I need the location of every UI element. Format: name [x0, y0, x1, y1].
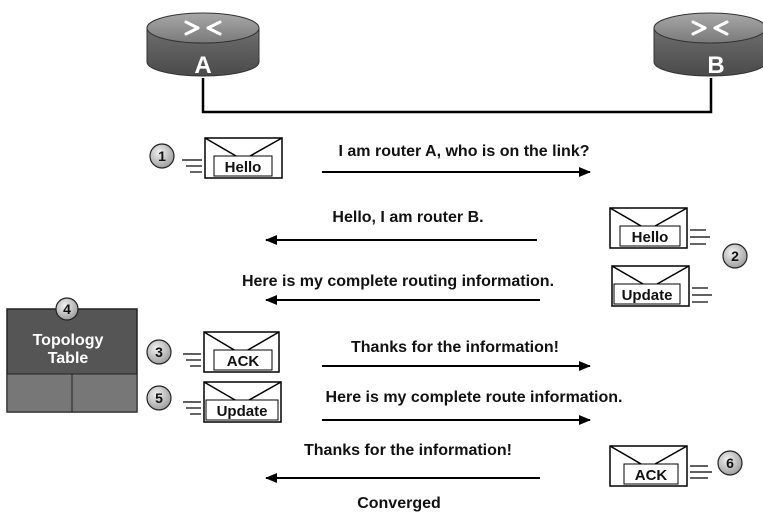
svg-text:1: 1 — [158, 148, 166, 164]
svg-text:ACK: ACK — [635, 467, 668, 484]
hello-envelope-icon: Hello — [609, 207, 710, 249]
svg-text:6: 6 — [726, 455, 734, 471]
message-2: Hello, I am router B. — [332, 209, 483, 226]
svg-text:5: 5 — [155, 390, 163, 406]
router-b-icon: B — [653, 12, 763, 79]
message-update-b: Here is my complete routing information. — [242, 273, 554, 290]
router-b-label: B — [707, 52, 724, 79]
network-link — [201, 78, 713, 114]
topology-table-icon: Topology Table — [6, 308, 138, 413]
step-badge-6: 6 — [717, 450, 743, 476]
router-a-icon: A — [146, 12, 260, 79]
svg-text:Hello: Hello — [225, 159, 262, 176]
update-envelope-icon: Update — [611, 265, 712, 307]
svg-text:Update: Update — [217, 403, 268, 420]
topology-title-line1: Topology — [33, 332, 104, 349]
message-1: I am router A, who is on the link? — [339, 143, 590, 160]
update-envelope-icon: Update — [183, 381, 282, 423]
message-3: Thanks for the information! — [351, 339, 559, 356]
step-badge-4: 4 — [55, 297, 79, 321]
svg-text:2: 2 — [731, 248, 739, 264]
svg-text:4: 4 — [63, 301, 71, 317]
converged-label: Converged — [357, 495, 441, 512]
step-badge-5: 5 — [146, 385, 172, 411]
step-badge-2: 2 — [722, 243, 748, 269]
svg-text:3: 3 — [155, 344, 163, 360]
step-badge-1: 1 — [149, 143, 175, 169]
hello-envelope-icon: Hello — [182, 137, 283, 179]
svg-text:ACK: ACK — [227, 353, 260, 370]
topology-title-line2: Table — [48, 350, 89, 367]
ack-envelope-icon: ACK — [609, 445, 712, 487]
message-5: Here is my complete route information. — [326, 389, 623, 406]
message-6: Thanks for the information! — [304, 442, 512, 459]
router-a-label: A — [194, 52, 211, 79]
svg-text:Update: Update — [622, 287, 673, 304]
step-badge-3: 3 — [146, 339, 172, 365]
svg-text:Hello: Hello — [632, 229, 669, 246]
ack-envelope-icon: ACK — [183, 331, 280, 373]
